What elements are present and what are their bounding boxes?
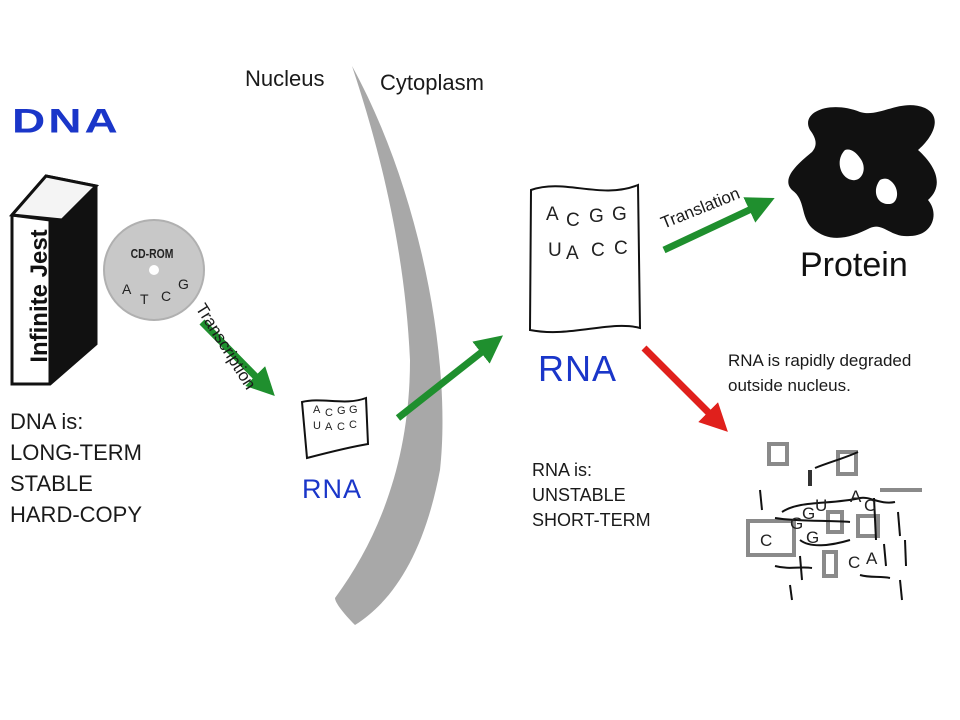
rna-small-label: RNA: [302, 474, 363, 504]
translation-arrow: [662, 197, 775, 254]
degraded-base: C: [760, 531, 773, 550]
large-rna-base: G: [612, 204, 627, 225]
rna-properties-text: RNA is: UNSTABLE SHORT-TERM: [532, 460, 651, 530]
export-arrow: [395, 335, 504, 421]
degraded-base: A: [850, 487, 862, 506]
large-rna-base: A: [566, 243, 579, 264]
degraded-base: G: [790, 514, 804, 533]
degraded-rna-fragments: [746, 442, 922, 578]
degradation-arrow: [641, 345, 728, 432]
dna-title: DNA: [12, 100, 121, 140]
small-rna-base: G: [349, 404, 358, 416]
large-rna-base: U: [548, 240, 562, 261]
nuclear-membrane: [335, 66, 443, 625]
small-rna-base: A: [325, 421, 333, 433]
protein-label: Protein: [800, 246, 908, 284]
degraded-base: C: [864, 496, 877, 515]
degraded-base: A: [866, 549, 878, 568]
large-rna-base: C: [566, 210, 580, 231]
protein-shape-icon: [788, 105, 937, 238]
book-title: Infinite Jest: [26, 229, 53, 363]
cd-base: T: [140, 291, 149, 307]
degradation-note: RNA is rapidly degraded outside nucleus.: [728, 351, 912, 395]
large-rna-base: A: [546, 204, 559, 225]
large-rna-base: G: [589, 206, 604, 227]
large-rna-base: C: [614, 238, 628, 259]
cd-base: C: [161, 288, 172, 304]
degraded-base: U: [815, 496, 828, 515]
large-rna-base: C: [591, 240, 605, 261]
cd-base: G: [178, 276, 189, 292]
cd-base: A: [122, 281, 132, 297]
small-rna-base: C: [325, 407, 333, 419]
degraded-base: G: [802, 504, 816, 523]
small-rna-base: C: [349, 419, 357, 431]
large-rna-paper-icon: [528, 183, 642, 334]
rna-big-label: RNA: [538, 348, 618, 389]
small-rna-base: G: [337, 405, 346, 417]
cd-label: CD-ROM: [130, 246, 174, 261]
cytoplasm-label: Cytoplasm: [380, 70, 484, 95]
small-rna-base: C: [337, 421, 345, 433]
small-rna-base: A: [313, 404, 321, 416]
nucleus-label: Nucleus: [245, 66, 325, 91]
degraded-rna-strokes: [759, 451, 907, 601]
cd-rom-icon: [103, 219, 205, 321]
small-rna-base: U: [313, 420, 321, 432]
dna-book-icon: [8, 174, 100, 386]
transcription-arrow: [199, 319, 275, 396]
dna-properties-text: DNA is: LONG-TERM STABLE HARD-COPY: [10, 409, 143, 527]
degraded-base: C: [848, 553, 861, 572]
degraded-base: G: [806, 528, 820, 547]
small-rna-paper-icon: [300, 396, 370, 460]
